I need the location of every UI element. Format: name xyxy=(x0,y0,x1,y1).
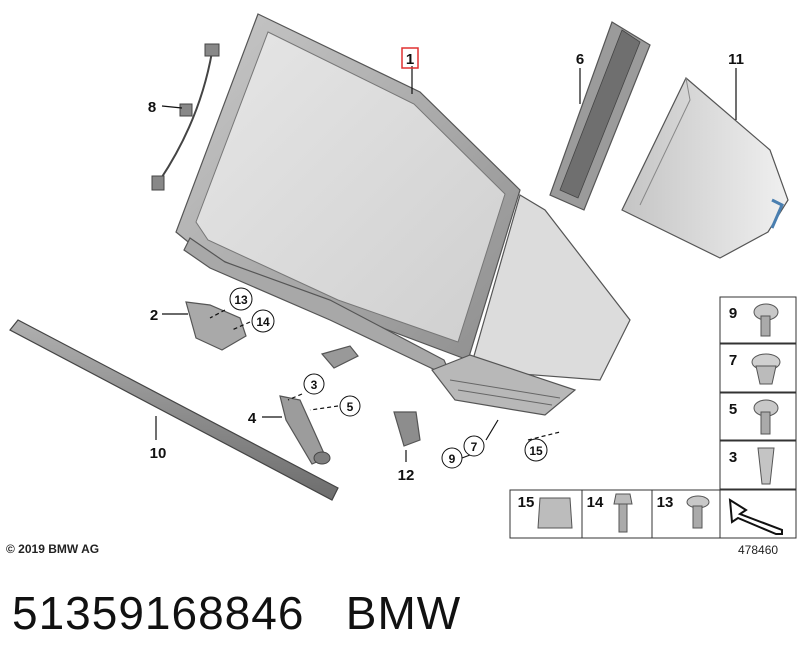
part-8-cable xyxy=(151,43,220,191)
part-10-rod xyxy=(9,319,339,501)
fastener-legend-column: 9 7 5 3 xyxy=(719,296,797,490)
copyright-notice: © 2019 BMW AG xyxy=(6,542,100,556)
legend-13: 13 xyxy=(657,494,674,511)
callout-1-highlight xyxy=(401,47,419,69)
callout-15: 15 xyxy=(529,444,543,458)
callout-6: 6 xyxy=(576,51,584,68)
legend-7: 7 xyxy=(729,352,737,369)
drawing-number: 478460 xyxy=(738,543,779,557)
callout-12: 12 xyxy=(398,467,415,484)
callout-9: 9 xyxy=(449,452,456,466)
callout-5: 5 xyxy=(347,400,354,414)
callout-13: 13 xyxy=(234,293,248,307)
callout-8: 8 xyxy=(148,99,156,116)
small-bracket xyxy=(320,345,359,369)
sunblind-assembly xyxy=(175,13,631,416)
part-12-connector xyxy=(393,411,421,447)
legend-9: 9 xyxy=(729,305,737,322)
legend-14: 14 xyxy=(587,494,604,511)
callout-3: 3 xyxy=(311,378,318,392)
callout-2: 2 xyxy=(150,307,158,324)
part-11-cover xyxy=(621,77,789,259)
part-number-caption: 51359168846 BMW xyxy=(12,586,461,640)
callout-1: 1 xyxy=(406,51,414,68)
callout-10: 10 xyxy=(150,445,167,462)
part-4-motor xyxy=(279,395,331,465)
callout-14: 14 xyxy=(256,315,270,329)
legend-5: 5 xyxy=(729,401,737,418)
callout-labels: 1 2 3 4 5 6 7 8 9 10 11 12 13 14 15 xyxy=(148,51,744,484)
legend-15: 15 xyxy=(518,494,535,511)
legend-3: 3 xyxy=(729,449,737,466)
part-2-bracket xyxy=(185,301,247,351)
part-number: 51359168846 xyxy=(12,587,305,639)
callout-7: 7 xyxy=(471,440,478,454)
brand-name: BMW xyxy=(345,587,462,639)
callout-11: 11 xyxy=(728,51,744,68)
fastener-legend-row: 15 14 13 xyxy=(509,489,797,539)
part-6-seal-strip xyxy=(549,21,651,211)
callout-4: 4 xyxy=(248,410,257,427)
